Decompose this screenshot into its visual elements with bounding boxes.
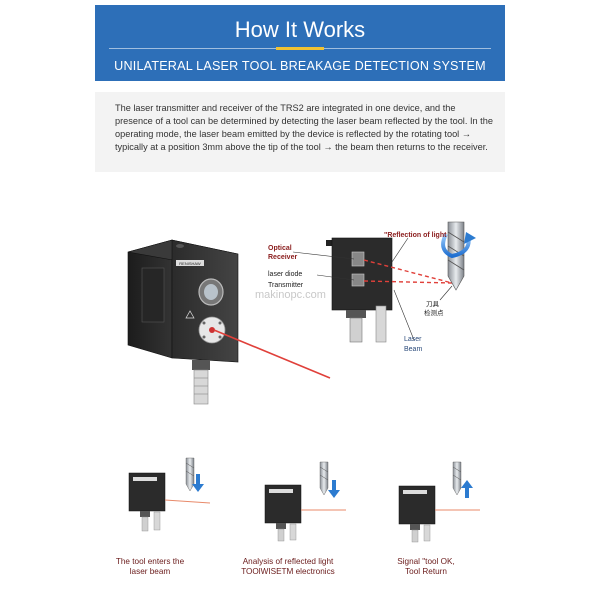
up-arrow-icon	[461, 480, 473, 488]
watermark-text: makinopc.com	[255, 289, 326, 301]
device-front-view	[326, 237, 393, 343]
title-underline	[276, 47, 324, 50]
device-side-panel	[141, 267, 165, 323]
step-2-line-2: TOOlWISETM electronics	[241, 567, 335, 576]
step-2-illustration	[264, 461, 346, 542]
label-tool-point-2: 检测点	[424, 308, 444, 317]
device-brand-text: RENISHAW	[179, 261, 201, 266]
device-brand-plate	[176, 260, 204, 266]
rotation-arrow-icon	[441, 233, 471, 259]
step-3-line-2: Tool Return	[405, 567, 447, 576]
step-1-line-2: laser beam	[129, 567, 171, 576]
step-2-line-1: Analysis of reflected light	[242, 557, 334, 566]
step-3-caption: Signal "tool OK, Tool Return	[378, 557, 474, 577]
header-banner: How It Works UNILATERAL LASER TOOL BREAK…	[95, 5, 505, 81]
label-transmitter: Transmitter	[268, 282, 304, 289]
description-text: The laser transmitter and receiver of th…	[115, 103, 493, 152]
step-1-caption: The tool enters the laser beam	[100, 557, 200, 577]
label-laser-diode: laser diode	[268, 271, 302, 278]
step-3-illustration	[398, 461, 480, 543]
label-optical: Optical	[268, 245, 292, 252]
step-2-caption: Analysis of reflected light TOOlWISETM e…	[232, 557, 344, 577]
laser-beam-line	[213, 329, 331, 379]
cable-connector	[193, 369, 209, 405]
reflected-beam	[363, 259, 453, 284]
step-1-line-1: The tool enters the	[115, 557, 185, 566]
label-reflection: "Reflection of light	[384, 232, 447, 239]
step-3-line-1: Signal "tool OK,	[397, 557, 455, 566]
page-subtitle: UNILATERAL LASER TOOL BREAKAGE DETECTION…	[114, 59, 486, 73]
label-beam: Beam	[404, 346, 422, 353]
warning-triangle-icon	[185, 310, 195, 319]
label-laser: Laser	[404, 336, 422, 343]
down-arrow-icon	[328, 490, 340, 498]
step-1-illustration	[128, 457, 211, 532]
emitted-beam	[363, 280, 453, 284]
label-tool-point-1: 刀具	[426, 300, 440, 308]
down-arrow-icon	[192, 484, 204, 492]
page-title: How It Works	[234, 17, 366, 42]
label-receiver: Receiver	[268, 254, 297, 261]
description-box: The laser transmitter and receiver of th…	[95, 92, 505, 172]
device-3d: RENISHAW	[127, 239, 331, 405]
